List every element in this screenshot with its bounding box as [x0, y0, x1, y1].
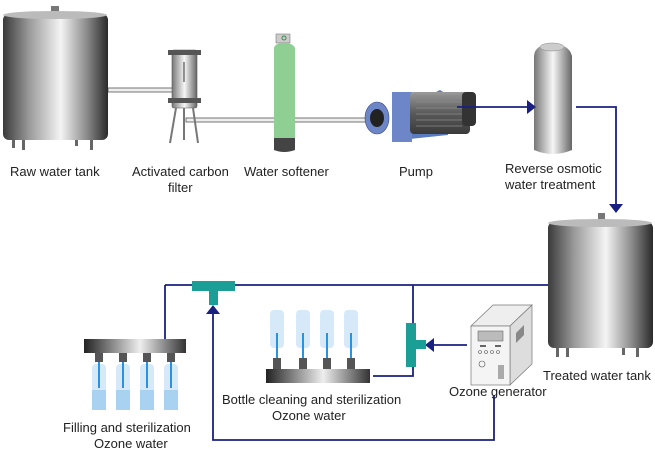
- raw-water-tank: [3, 6, 108, 150]
- pump: [364, 90, 476, 142]
- tee-fitting-top: [192, 281, 235, 305]
- label-ozone-generator: Ozone generator: [449, 384, 547, 399]
- tee-fitting-side: [406, 323, 426, 367]
- bottle-cleaning-station: [266, 310, 370, 383]
- label-ro-1: Reverse osmotic: [505, 161, 602, 176]
- label-pump: Pump: [399, 164, 433, 179]
- label-carbon-filter-1: Activated carbon: [132, 164, 229, 179]
- arrow-to-ro: [527, 100, 536, 114]
- bottle-inverted: [320, 310, 334, 369]
- label-water-softener: Water softener: [244, 164, 329, 179]
- label-filling-1: Filling and sterilization: [63, 420, 191, 435]
- label-ro-2: water treatment: [505, 177, 596, 192]
- arrow-to-tee-side: [425, 338, 434, 352]
- label-bottle-cleaning-2: Ozone water: [272, 408, 346, 423]
- bottle-inverted: [270, 310, 284, 369]
- reverse-osmosis-unit: [534, 42, 572, 154]
- label-raw-water-tank: Raw water tank: [10, 164, 100, 179]
- label-filling-2: Ozone water: [94, 436, 168, 451]
- arrow-to-tee-top: [206, 305, 220, 314]
- filling-station: [84, 339, 186, 410]
- bottle-inverted: [296, 310, 310, 369]
- pipe-raw-to-filter: [107, 87, 175, 93]
- ozone-generator: [470, 304, 533, 386]
- label-treated-water-tank: Treated water tank: [543, 368, 651, 383]
- water-softener: [274, 33, 295, 152]
- label-bottle-cleaning-1: Bottle cleaning and sterilization: [222, 392, 402, 407]
- arrow-to-treated-tank: [609, 204, 623, 213]
- bottle-filling: [92, 353, 106, 410]
- bottle-filling: [116, 353, 130, 410]
- treated-water-tank: [548, 213, 653, 357]
- bottle-filling: [140, 353, 154, 410]
- bottle-filling: [164, 353, 178, 410]
- bottle-inverted: [344, 310, 358, 369]
- activated-carbon-filter: [168, 49, 201, 144]
- label-carbon-filter-2: filter: [168, 180, 193, 195]
